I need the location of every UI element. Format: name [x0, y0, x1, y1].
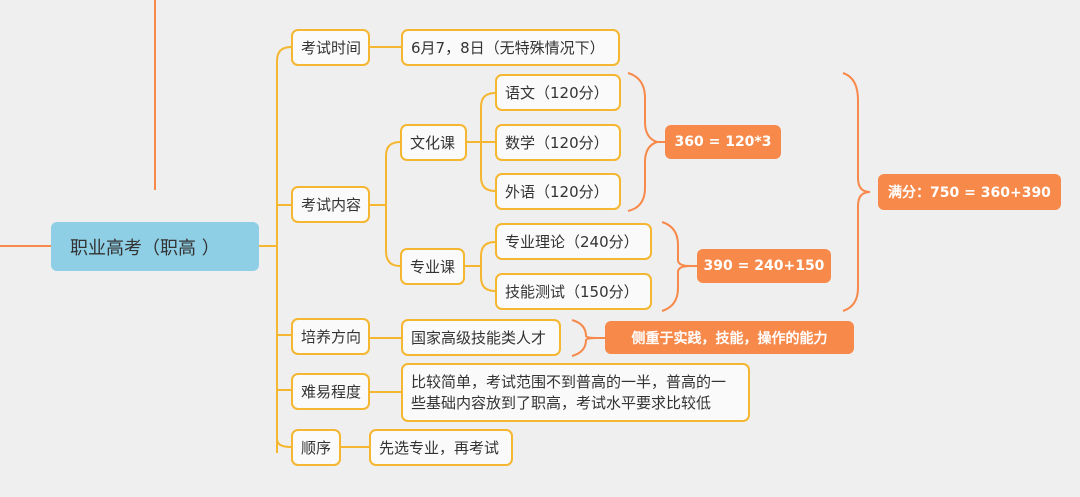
subject-theory-node[interactable]: 专业理论（240分）	[495, 223, 652, 260]
difficulty-value-node[interactable]: 比较简单，考试范围不到普高的一半，普高的一些基础内容放到了职高，考试水平要求比较…	[401, 363, 750, 422]
subject-skill-test-node[interactable]: 技能测试（150分）	[495, 273, 652, 310]
difficulty-value: 比较简单，考试范围不到普高的一半，普高的一些基础内容放到了职高，考试水平要求比较…	[411, 373, 727, 412]
exam-content-label: 考试内容	[301, 196, 362, 214]
major-total-tag[interactable]: 390 = 240+150	[697, 249, 831, 283]
root-topic[interactable]: 职业高考（职高 ）	[51, 222, 259, 271]
culture-total: 360 = 120*3	[674, 134, 772, 150]
training-label: 培养方向	[301, 328, 362, 346]
exam-time-value: 6月7，8日（无特殊情况下）	[411, 39, 605, 57]
subject-skill-test: 技能测试（150分）	[505, 283, 639, 301]
exam-time-node[interactable]: 考试时间	[291, 29, 370, 66]
full-score: 满分：750 = 360+390	[888, 185, 1051, 201]
training-value-node[interactable]: 国家高级技能类人才	[401, 319, 561, 356]
subject-chinese-node[interactable]: 语文（120分）	[495, 74, 621, 111]
training-note: 侧重于实践，技能，操作的能力	[631, 330, 828, 347]
order-value: 先选专业，再考试	[379, 439, 500, 457]
major-course-label: 专业课	[410, 258, 456, 276]
subject-chinese: 语文（120分）	[505, 84, 609, 102]
major-total: 390 = 240+150	[703, 258, 825, 274]
exam-time-value-node[interactable]: 6月7，8日（无特殊情况下）	[401, 29, 620, 66]
root-topic-label: 职业高考（职高 ）	[70, 237, 220, 259]
subject-foreign-language-node[interactable]: 外语（120分）	[495, 173, 621, 210]
order-node[interactable]: 顺序	[291, 429, 341, 466]
order-value-node[interactable]: 先选专业，再考试	[369, 429, 513, 466]
difficulty-node[interactable]: 难易程度	[291, 373, 370, 410]
subject-theory: 专业理论（240分）	[505, 233, 639, 251]
subject-math: 数学（120分）	[505, 134, 609, 152]
culture-course-label: 文化课	[410, 134, 456, 152]
exam-content-node[interactable]: 考试内容	[291, 186, 370, 223]
exam-time-label: 考试时间	[301, 39, 362, 57]
culture-total-tag[interactable]: 360 = 120*3	[665, 125, 781, 159]
major-course-node[interactable]: 专业课	[400, 248, 465, 285]
full-score-tag[interactable]: 满分：750 = 360+390	[878, 174, 1061, 210]
training-node[interactable]: 培养方向	[291, 318, 370, 355]
difficulty-label: 难易程度	[301, 383, 362, 401]
training-note-tag[interactable]: 侧重于实践，技能，操作的能力	[605, 321, 854, 354]
subject-foreign-language: 外语（120分）	[505, 183, 609, 201]
subject-math-node[interactable]: 数学（120分）	[495, 124, 621, 161]
order-label: 顺序	[301, 439, 332, 457]
training-value: 国家高级技能类人才	[411, 329, 547, 347]
culture-course-node[interactable]: 文化课	[400, 124, 467, 161]
